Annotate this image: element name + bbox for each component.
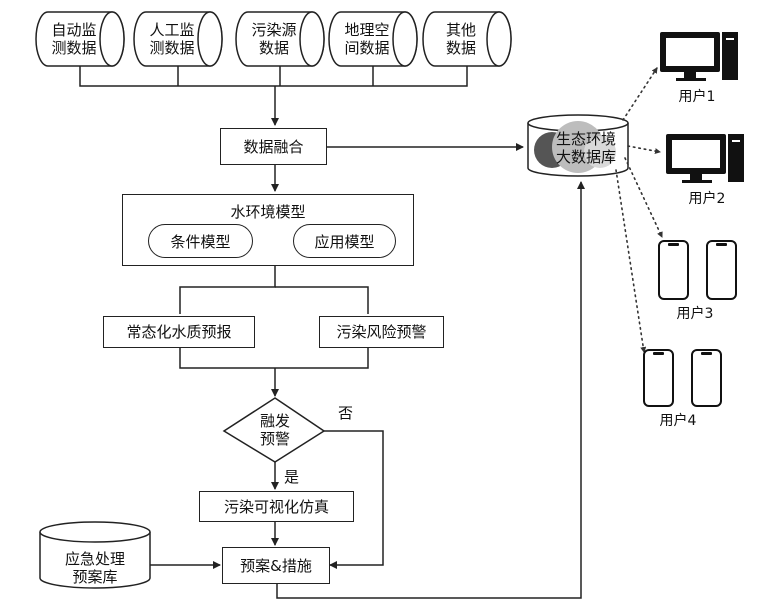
visual-simulation-box: 污染可视化仿真 (199, 491, 354, 522)
decision-label: 融发 预警 (245, 412, 305, 448)
bigdata-cylinder (527, 114, 629, 177)
data-fusion-box: 数据融合 (220, 128, 327, 165)
user-label-2: 用户2 (688, 191, 726, 207)
desktop-icon-1 (660, 32, 738, 81)
source-cylinder-5 (422, 11, 512, 67)
pollution-risk-warning-box: 污染风险预警 (319, 316, 444, 348)
source-label-5: 其他 数据 (445, 21, 476, 57)
source-cylinders (35, 11, 512, 67)
condition-model-pill: 条件模型 (148, 224, 253, 258)
source-label-1: 自动监 测数据 (51, 21, 97, 57)
bigdata-label: 生态环境 大数据库 (555, 130, 616, 166)
source-cylinder-3 (235, 11, 325, 67)
plan-db-cylinder (39, 521, 151, 589)
water-model-title: 水环境模型 (230, 203, 306, 221)
no-label: 否 (338, 404, 354, 422)
water-quality-forecast-box: 常态化水质预报 (103, 316, 255, 348)
user-label-4: 用户4 (659, 413, 697, 429)
decision-line-1: 融发 (259, 412, 290, 430)
source-label-2: 人工监 测数据 (149, 21, 195, 57)
plan-measures-box: 预案&措施 (222, 547, 330, 584)
source-label-3: 污染源 数据 (251, 21, 297, 57)
user-label-3: 用户3 (676, 306, 714, 322)
desktop-icon-2 (666, 134, 744, 183)
source-label-4: 地理空 间数据 (344, 21, 390, 57)
plan-db-label: 应急处理 预案库 (64, 550, 125, 586)
phone-icons-4 (643, 349, 722, 407)
application-model-pill: 应用模型 (293, 224, 396, 258)
decision-line-2: 预警 (259, 430, 290, 448)
user-label-1: 用户1 (678, 89, 716, 105)
decision-diamond (222, 397, 326, 463)
source-cylinder-4 (328, 11, 418, 67)
phone-icons-3 (658, 240, 737, 300)
source-cylinder-1 (35, 11, 125, 67)
yes-label: 是 (284, 468, 300, 486)
source-cylinder-2 (133, 11, 223, 67)
